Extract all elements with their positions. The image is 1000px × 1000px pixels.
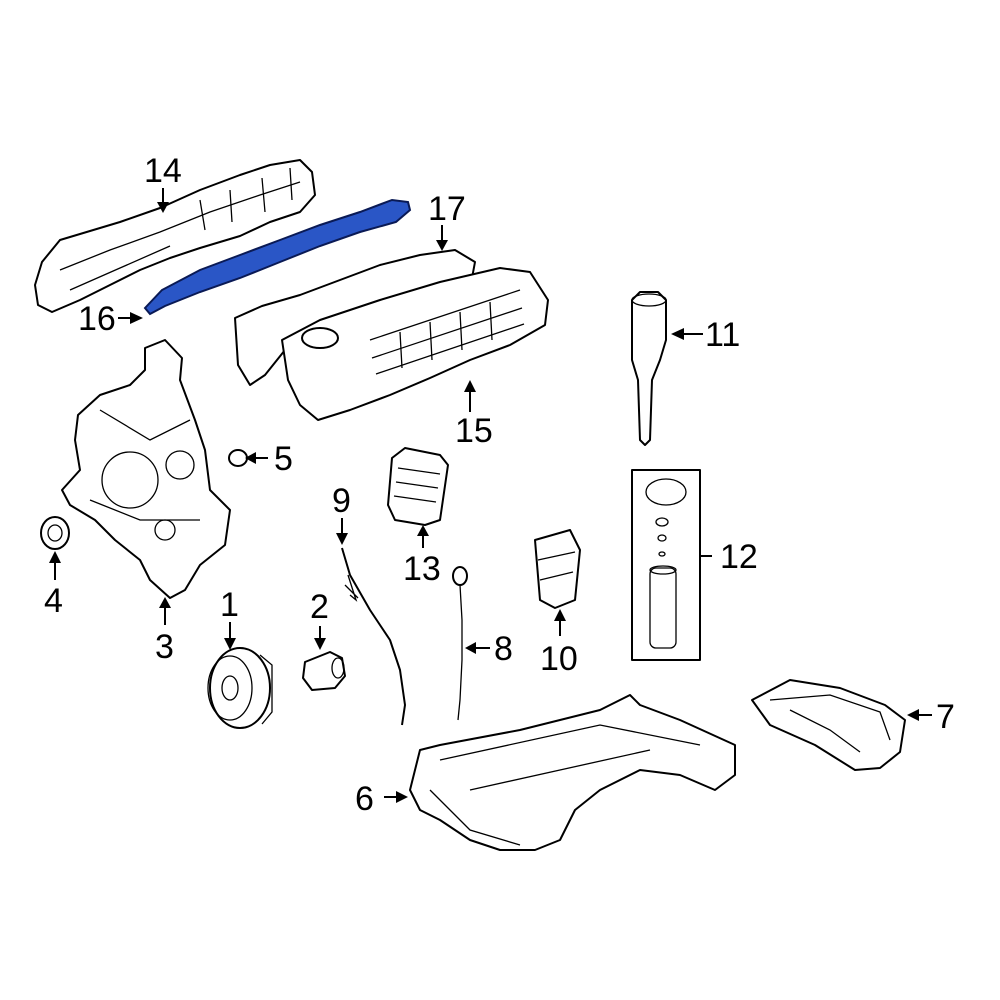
part-14-intake-cover[interactable] xyxy=(34,159,316,313)
part-3-timing-cover[interactable] xyxy=(61,339,231,599)
part-10-filter-housing[interactable] xyxy=(534,529,581,609)
part-7-lower-pan[interactable] xyxy=(751,679,906,771)
part-13-oil-cooler[interactable] xyxy=(387,447,449,526)
part-6-oil-pan[interactable] xyxy=(409,694,736,851)
part-11-filter-cap[interactable] xyxy=(631,291,667,446)
callout-9: 9 xyxy=(332,482,351,520)
callout-labels: 14 16 17 11 15 5 9 13 12 4 1 2 3 8 10 7 … xyxy=(44,152,955,818)
callout-6: 6 xyxy=(355,780,374,818)
callout-10: 10 xyxy=(540,640,578,678)
part-4-seal[interactable] xyxy=(40,516,70,550)
part-16-gasket[interactable] xyxy=(143,198,412,316)
part-2-bushing[interactable] xyxy=(302,651,346,691)
leader-lines xyxy=(49,188,932,803)
callout-1: 1 xyxy=(220,586,239,624)
callout-7: 7 xyxy=(936,698,955,736)
callout-17: 17 xyxy=(428,190,466,228)
part-8-dipstick[interactable] xyxy=(452,566,468,721)
callout-11: 11 xyxy=(705,316,740,354)
callout-2: 2 xyxy=(310,588,329,626)
callout-12: 12 xyxy=(720,538,758,576)
callout-13: 13 xyxy=(403,550,441,588)
part-1-pulley[interactable] xyxy=(207,647,273,729)
callout-15: 15 xyxy=(455,412,493,450)
part-15-cylinder-head-cover[interactable] xyxy=(281,267,549,421)
part-12-filter-kit[interactable] xyxy=(631,469,701,661)
callout-3: 3 xyxy=(155,628,174,666)
part-5-plug[interactable] xyxy=(228,449,248,467)
callout-14: 14 xyxy=(144,152,182,190)
part-9-dipstick-tube[interactable] xyxy=(341,547,406,726)
callout-4: 4 xyxy=(44,582,63,620)
callout-16: 16 xyxy=(78,300,116,338)
callout-8: 8 xyxy=(494,630,513,668)
callout-5: 5 xyxy=(274,440,293,478)
